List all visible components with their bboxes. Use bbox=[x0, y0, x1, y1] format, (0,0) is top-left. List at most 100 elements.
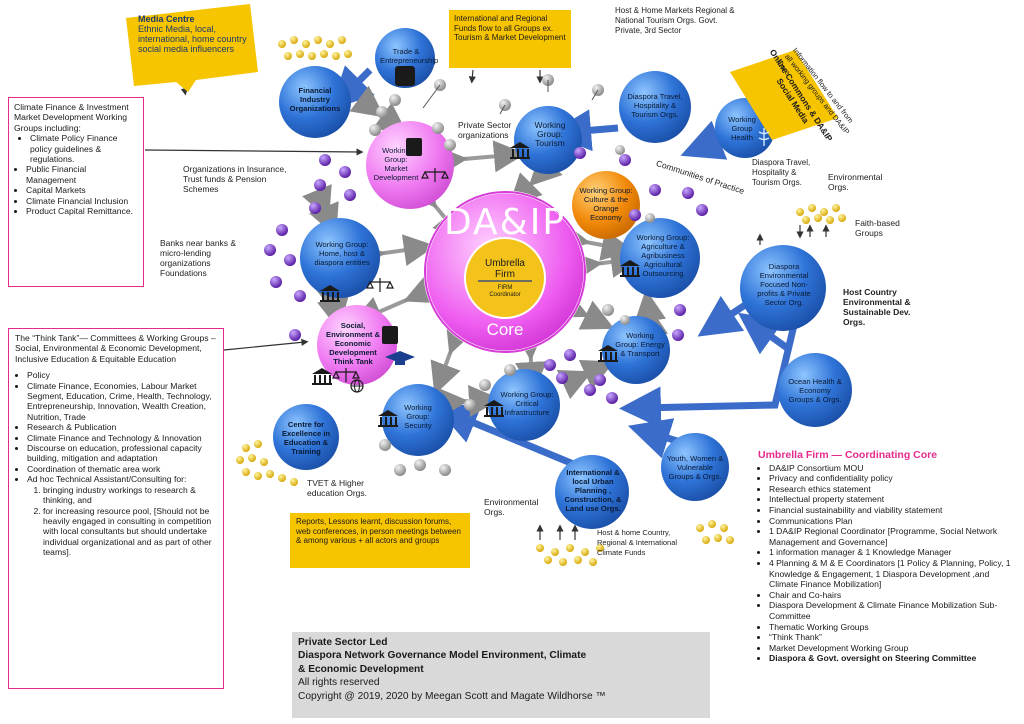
label-env-orgs-bottom: Environmental Orgs. bbox=[484, 497, 539, 517]
node-culture[interactable]: Working Group: Culture & the Orange Econ… bbox=[579, 186, 633, 222]
node-security[interactable]: Working Group: Security bbox=[404, 403, 432, 430]
core-label: Core bbox=[486, 320, 524, 339]
footer-background bbox=[292, 632, 710, 718]
institution-icons bbox=[312, 66, 640, 427]
footer-line1: Private Sector Led bbox=[298, 637, 388, 648]
node-centre-excellence[interactable]: Centre for Excellence in Education & Tra… bbox=[281, 420, 331, 456]
node-home-host[interactable]: Working Group: Home, host & diaspora ent… bbox=[314, 240, 370, 267]
list-item: Capital Markets bbox=[26, 185, 138, 195]
list-item: Climate Financial Inclusion bbox=[26, 196, 138, 206]
label-insurance: Organizations in Insurance, Trust funds … bbox=[183, 164, 287, 194]
umbrella-label-line1: Umbrella bbox=[484, 258, 525, 269]
label-faith: Faith-based Groups bbox=[855, 218, 900, 238]
list-item: Communications Plan bbox=[769, 516, 1020, 527]
list-item: Public Financial Management bbox=[26, 164, 138, 185]
list-item: Policy bbox=[27, 370, 217, 380]
node-diaspora-env[interactable]: Diaspora Environmental Focused Non-profi… bbox=[757, 262, 811, 307]
think-tank-sublist: bringing industry workings to research &… bbox=[27, 485, 217, 558]
label-env-orgs-right: Environmental Orgs. bbox=[828, 172, 883, 192]
think-tank-intro: The “Think Tank”— Committees & Working G… bbox=[15, 333, 216, 364]
think-tank-list: Policy Climate Finance, Economies, Labou… bbox=[15, 370, 217, 557]
graduation-cap-icon bbox=[385, 351, 415, 365]
list-item: Research & Publication bbox=[27, 422, 217, 432]
footer-block: Private Sector Led Diaspora Network Gove… bbox=[298, 636, 708, 703]
umbrella-firm-list: DA&IP Consortium MOU Privacy and confide… bbox=[758, 463, 1020, 664]
sub-list-item: bringing industry workings to research &… bbox=[43, 485, 217, 506]
gray-arrows bbox=[302, 85, 668, 419]
list-item: Climate Finance and Technology & Innovat… bbox=[27, 433, 217, 443]
label-host-home: Host & Home Markets Regional & National … bbox=[615, 6, 735, 35]
think-tank-box: The “Think Tank”— Committees & Working G… bbox=[8, 328, 224, 689]
list-item: Intellectual property statement bbox=[769, 494, 1020, 505]
umbrella-sub1: FIRM bbox=[497, 285, 513, 291]
list-item: Chair and Co-hairs bbox=[769, 590, 1020, 601]
label-private-sector: Private Sector organizations bbox=[458, 120, 512, 140]
umbrella-firm-panel: Umbrella Firm — Coordinating Core DA&IP … bbox=[758, 450, 1020, 664]
list-item: Coordination of thematic area work bbox=[27, 464, 217, 474]
yellow-shapes bbox=[126, 4, 838, 140]
node-think-tank[interactable]: Social, Environment & Economic Developme… bbox=[326, 321, 381, 366]
umbrella-firm-title: Umbrella Firm — Coordinating Core bbox=[758, 449, 938, 461]
node-agriculture[interactable]: Working Group: Agriculture & Agribusines… bbox=[636, 233, 690, 278]
media-centre-title: Media Centre bbox=[138, 14, 195, 24]
media-centre-body: Ethnic Media, local, international, home… bbox=[138, 24, 247, 54]
node-urban-planning[interactable]: International & local Urban Planning , C… bbox=[564, 468, 622, 513]
list-item: Diaspora Development & Climate Finance M… bbox=[769, 600, 1020, 621]
node-diaspora-travel[interactable]: Diaspora Travel, Hospitality & Tourism O… bbox=[627, 92, 683, 119]
core-circle bbox=[423, 190, 587, 354]
node-critical-infrastructure[interactable]: Working Group: Critical Infrastructure bbox=[500, 390, 554, 417]
scale-icons bbox=[332, 168, 449, 382]
node-market-development[interactable]: Working Group: Market Development bbox=[373, 146, 419, 182]
label-banks: Banks near banks & micro-lending organiz… bbox=[160, 238, 237, 278]
footer-line3: & Economic Development bbox=[298, 663, 424, 675]
label-host-env: Host Country Environmental & Sustainable… bbox=[843, 287, 911, 327]
list-item: Climate Policy Finance policy guidelines… bbox=[30, 133, 138, 164]
footer-line2: Diaspora Network Governance Model Enviro… bbox=[298, 650, 587, 662]
sub-list-item: for increasing resource pool, [Should no… bbox=[43, 506, 217, 558]
gray-balls bbox=[369, 74, 655, 476]
caduceus-icon bbox=[758, 128, 770, 146]
list-item: Climate Finance, Economies, Labour Marke… bbox=[27, 381, 217, 423]
purple-balls bbox=[264, 147, 708, 404]
list-item: Ad hoc Technical Assistant/Consulting fo… bbox=[27, 474, 217, 557]
node-ocean-health[interactable]: Ocean Health & Economy Groups & Orgs. bbox=[788, 377, 842, 404]
node-trade[interactable]: Trade & Entrepreneurship bbox=[380, 47, 439, 65]
list-item: Thematic Working Groups bbox=[769, 622, 1020, 633]
media-centre-box: Media Centre Ethnic Media, local, intern… bbox=[138, 14, 250, 54]
list-item: Diaspora & Govt. oversight on Steering C… bbox=[769, 653, 1020, 664]
list-item: DA&IP Consortium MOU bbox=[769, 463, 1020, 474]
label-tvet: TVET & Higher education Orgs. bbox=[307, 478, 368, 498]
list-item: 1 information manager & 1 Knowledge Mana… bbox=[769, 547, 1020, 558]
node-tourism[interactable]: Working Group: Tourism bbox=[534, 120, 566, 148]
umbrella-label-line2: Firm bbox=[495, 269, 515, 280]
list-item: Research ethics statement bbox=[769, 484, 1020, 495]
reports-box: Reports, Lessons learnt, discussion foru… bbox=[290, 513, 470, 568]
climate-finance-list: Climate Policy Finance policy guidelines… bbox=[14, 133, 138, 216]
list-item: Discourse on education, professional cap… bbox=[27, 443, 217, 464]
footer-line5: Copyright @ 2019, 2020 by Meegan Scott a… bbox=[298, 690, 606, 702]
list-item: Privacy and confidentiality policy bbox=[769, 473, 1020, 484]
node-circles bbox=[273, 28, 852, 529]
climate-finance-intro: Climate Finance & Investment Market Deve… bbox=[14, 102, 129, 133]
gold-balls bbox=[236, 36, 846, 566]
list-item: Market Development Working Group bbox=[769, 643, 1020, 654]
list-item: Financial sustainability and viability s… bbox=[769, 505, 1020, 516]
list-item: 1 DA&IP Regional Coordinator [Programme,… bbox=[769, 526, 1020, 547]
core-title: DA&IP bbox=[443, 202, 567, 243]
climate-finance-box: Climate Finance & Investment Market Deve… bbox=[8, 97, 144, 287]
label-diaspora-travel: Diaspora Travel, Hospitality & Tourism O… bbox=[752, 158, 811, 187]
footer-line4: All rights reserved bbox=[298, 677, 380, 689]
list-item-text: Ad hoc Technical Assistant/Consulting fo… bbox=[27, 474, 187, 485]
label-host-home-country: Host & home Country, Regional & Internat… bbox=[597, 528, 678, 557]
list-item: “Think Thank” bbox=[769, 632, 1020, 643]
globe-icon bbox=[350, 379, 364, 393]
node-youth-women[interactable]: Youth, Women & Vulnerable Groups & Orgs. bbox=[666, 454, 724, 481]
node-energy[interactable]: Working Group: Energy & Transport bbox=[615, 331, 665, 358]
list-item: 4 Planning & M & E Coordinators [1 Polic… bbox=[769, 558, 1020, 590]
list-item: Product Capital Remittance. bbox=[26, 206, 138, 216]
funds-box: International and Regional Funds flow to… bbox=[449, 10, 571, 68]
node-financial-industry[interactable]: Financial Industry Organizations bbox=[289, 86, 341, 113]
node-health[interactable]: Working Group Health bbox=[728, 115, 756, 142]
umbrella-sub2: Coordinator bbox=[489, 292, 521, 298]
